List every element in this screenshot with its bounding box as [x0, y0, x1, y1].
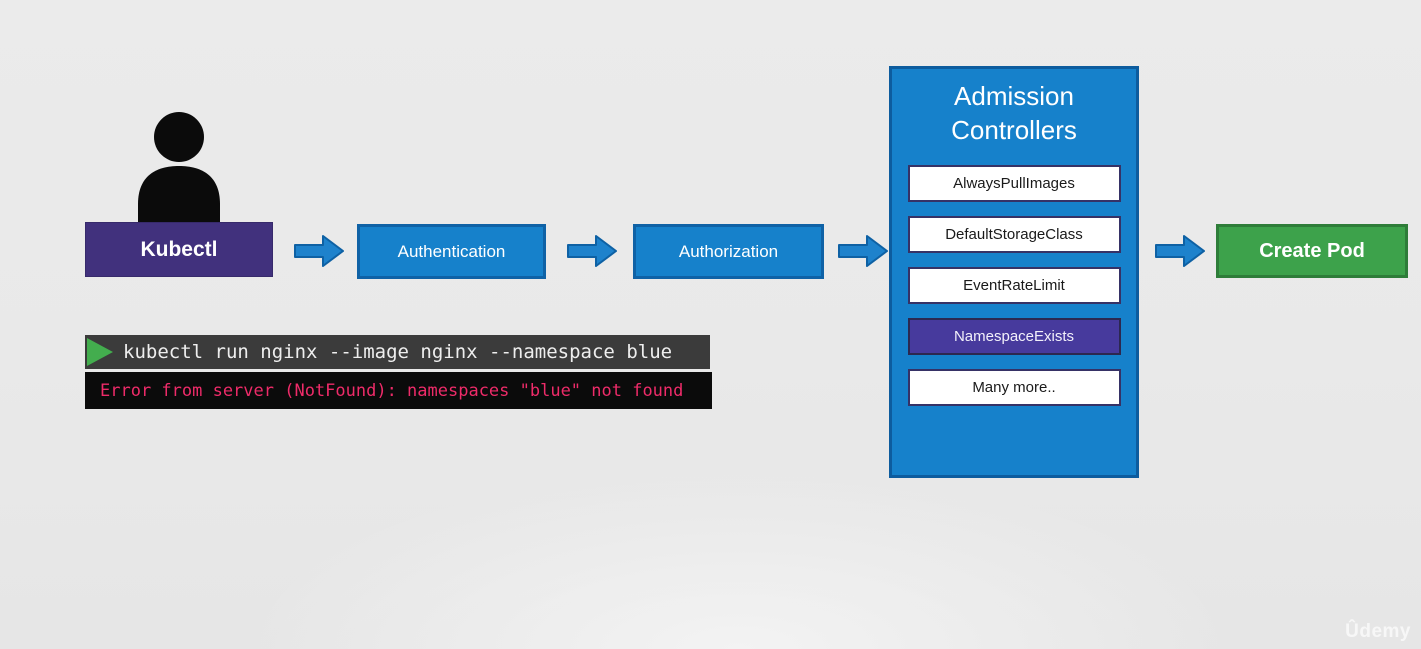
- udemy-watermark: Ûdemy: [1345, 621, 1411, 642]
- flow-arrow-icon: [1155, 235, 1205, 267]
- create-pod-node: Create Pod: [1216, 224, 1408, 278]
- admission-item-defaultstorageclass: DefaultStorageClass: [907, 216, 1121, 253]
- admission-item-label: AlwaysPullImages: [953, 175, 1075, 192]
- admission-item-label: EventRateLimit: [963, 277, 1065, 294]
- play-icon: [87, 338, 113, 366]
- admission-item-eventratelimit: EventRateLimit: [907, 267, 1121, 304]
- flow-arrow-icon: [294, 235, 344, 267]
- admission-item-namespaceexists: NamespaceExists: [907, 318, 1121, 355]
- terminal-command-text: kubectl run nginx --image nginx --namesp…: [123, 341, 673, 363]
- admission-item-many-more: Many more..: [907, 369, 1121, 406]
- flow-arrow-icon: [567, 235, 617, 267]
- admission-item-label: DefaultStorageClass: [945, 226, 1083, 243]
- kubectl-label: Kubectl: [140, 237, 218, 261]
- admission-controllers-title: Admission Controllers: [951, 81, 1077, 145]
- kubectl-node: Kubectl: [85, 222, 273, 277]
- admission-item-label: Many more..: [972, 379, 1056, 396]
- terminal-command-bar: kubectl run nginx --image nginx --namesp…: [85, 335, 710, 369]
- terminal-error-bar: Error from server (NotFound): namespaces…: [85, 372, 712, 409]
- authorization-node: Authorization: [633, 224, 824, 279]
- terminal-error-text: Error from server (NotFound): namespaces…: [100, 380, 684, 401]
- admission-controllers-panel: Admission Controllers AlwaysPullImages D…: [889, 66, 1139, 478]
- authentication-node: Authentication: [357, 224, 546, 279]
- authentication-label: Authentication: [397, 241, 506, 261]
- admission-item-alwayspullimages: AlwaysPullImages: [907, 165, 1121, 202]
- user-icon: [138, 112, 220, 222]
- authorization-label: Authorization: [678, 241, 779, 261]
- flow-arrow-icon: [838, 235, 888, 267]
- admission-controllers-list: AlwaysPullImages DefaultStorageClass Eve…: [892, 165, 1136, 406]
- admission-item-label: NamespaceExists: [953, 328, 1075, 345]
- create-pod-label: Create Pod: [1259, 239, 1365, 262]
